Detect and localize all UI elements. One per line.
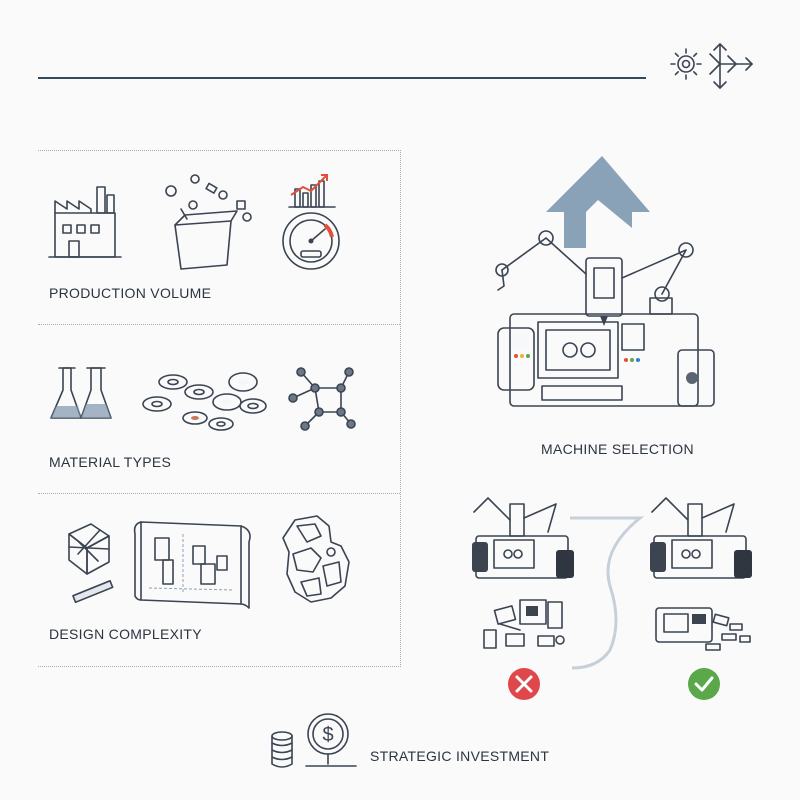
- split-arrows-icon: [709, 43, 753, 89]
- right-choice-icon: [688, 668, 720, 700]
- panel-divider: [38, 324, 400, 325]
- curved-path: [570, 516, 645, 670]
- decision-comparison: [460, 490, 780, 710]
- parts-bin-icon: [165, 174, 252, 270]
- wrong-choice-icon: [508, 668, 540, 700]
- header-icons: [664, 40, 764, 92]
- machine-selection-label: MACHINE SELECTION: [541, 441, 694, 457]
- gauge-chart-icon: [282, 174, 340, 270]
- production-volume-label: PRODUCTION VOLUME: [49, 285, 212, 301]
- machine-selection-visual: [490, 150, 730, 420]
- lathe-machine-icon: [655, 607, 751, 651]
- svg-text:$: $: [322, 724, 333, 746]
- washers-icon: [142, 372, 267, 431]
- panel-divider: [38, 493, 400, 494]
- gear-icon: [670, 48, 702, 80]
- machine-right-icon: [650, 497, 752, 579]
- production-volume-section: PRODUCTION VOLUME: [45, 165, 385, 315]
- material-types-section: MATERIAL TYPES: [45, 360, 385, 480]
- flasks-icon: [50, 367, 112, 419]
- strategic-investment-label: STRATEGIC INVESTMENT: [370, 748, 550, 764]
- investment-icons: $: [266, 710, 366, 774]
- up-arrow-icon: [546, 156, 650, 248]
- molecule-icon: [288, 367, 356, 431]
- machine-left-icon: [472, 497, 574, 579]
- design-complexity-section: DESIGN COMPLEXITY: [45, 512, 385, 652]
- wireframe-cube-icon: [68, 523, 114, 604]
- factors-panel: [38, 150, 401, 667]
- blueprint-icon: [133, 521, 251, 609]
- broken-machine-icon: [483, 599, 565, 649]
- coin-stack-icon: [271, 731, 293, 768]
- design-complexity-label: DESIGN COMPLEXITY: [49, 626, 202, 642]
- cnc-machine-icon: [495, 230, 715, 407]
- complex-part-icon: [282, 515, 350, 603]
- header-rule: [38, 77, 646, 79]
- dollar-sign-icon: $: [305, 713, 357, 767]
- factory-icon: [48, 186, 122, 258]
- material-types-label: MATERIAL TYPES: [49, 454, 172, 470]
